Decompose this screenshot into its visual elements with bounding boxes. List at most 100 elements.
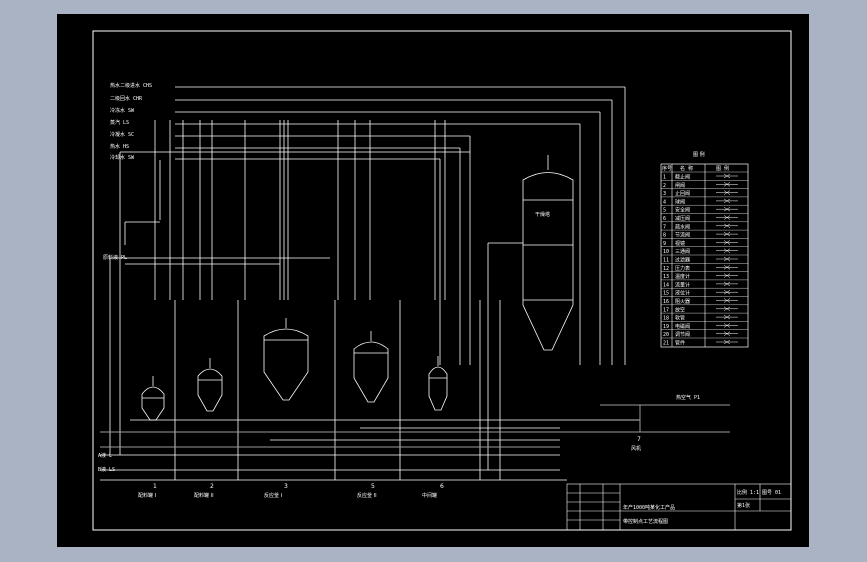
legend-symbol <box>716 223 738 229</box>
utility-label: 冷凝水 SC <box>110 131 134 138</box>
legend-symbol <box>716 231 738 237</box>
legend-number: 4 <box>663 199 666 205</box>
legend-name: 阻火器 <box>675 298 690 305</box>
tower-label: 干燥塔 <box>535 211 550 218</box>
equipment-number: 1 <box>153 483 157 490</box>
equipment-name: 配料罐 II <box>194 492 214 499</box>
legend-number: 17 <box>663 307 669 313</box>
vessel <box>428 366 448 411</box>
legend-header: 序号 <box>662 165 672 172</box>
legend-symbol <box>716 339 738 345</box>
utility-label: 冷却水 SW <box>110 154 135 161</box>
legend-number: 6 <box>663 216 666 222</box>
legend-name: 截止阀 <box>675 174 690 181</box>
legend-title: 图 例 <box>693 151 705 158</box>
inlet-label: 热空气 P1 <box>676 394 700 401</box>
equipment-number: 3 <box>284 483 288 490</box>
legend-symbol <box>716 215 738 220</box>
equipment-number: 5 <box>371 483 375 490</box>
legend-name: 放空 <box>675 306 685 313</box>
legend-symbol <box>716 314 738 320</box>
legend-name: 减压阀 <box>675 215 690 222</box>
utility-piping <box>100 404 730 448</box>
equipment-captions: 1 配料罐 I 2 配料罐 II 3 反应釜 I 5 反应釜 II 6 中间罐 … <box>138 436 641 499</box>
vessel <box>353 341 389 403</box>
process-piping <box>100 86 640 481</box>
equipment-number: 7 <box>637 436 641 443</box>
legend-name: 视镜 <box>675 240 685 247</box>
vessel <box>263 328 309 401</box>
legend-name: 软管 <box>675 315 685 322</box>
legend-number: 9 <box>663 241 666 247</box>
drawing-number: 图号 01 <box>762 490 781 496</box>
utility-header-labels: 热水二级进水 CHS 二级回水 CHR 冷冻水 SW 蒸汽 LS 冷凝水 SC … <box>110 82 152 161</box>
legend-name: 管件 <box>675 340 685 347</box>
legend-name: 压力表 <box>675 265 690 272</box>
legend-symbol <box>716 289 738 295</box>
legend-symbol <box>716 182 738 187</box>
legend-name: 调节阀 <box>675 331 690 338</box>
equipment-name: 中间罐 <box>422 492 437 499</box>
legend-symbol <box>716 331 738 336</box>
legend-number: 11 <box>663 258 669 264</box>
spray-tower <box>522 172 574 351</box>
legend-number: 7 <box>663 224 666 230</box>
legend-symbol <box>716 190 738 195</box>
scale-label: 比例 1:1 <box>737 489 759 496</box>
legend-symbol <box>716 323 738 328</box>
legend-number: 16 <box>663 299 669 305</box>
legend-symbol <box>716 248 738 253</box>
legend-name: 液位计 <box>675 290 690 297</box>
title-line-2: 带控制点工艺流程图 <box>623 518 668 525</box>
legend-name: 止回阀 <box>675 190 690 197</box>
legend-symbol <box>716 198 738 204</box>
legend-name: 过滤器 <box>675 257 690 264</box>
legend-symbol <box>716 173 738 179</box>
legend-number: 13 <box>663 274 669 280</box>
inlet-label: 原料液 PL <box>103 254 127 261</box>
legend-symbol <box>716 256 738 262</box>
legend-symbol <box>716 306 738 312</box>
legend-number: 15 <box>663 291 669 297</box>
utility-label: 热水 HS <box>110 143 129 150</box>
legend-number: 10 <box>663 249 669 255</box>
legend-header: 名 称 <box>680 165 693 172</box>
legend-number: 12 <box>663 266 669 272</box>
legend-number: 18 <box>663 316 669 322</box>
title-block <box>566 483 792 531</box>
inlet-label: B液 LS <box>98 466 115 473</box>
legend-number: 14 <box>663 282 669 288</box>
utility-label: 二级回水 CHR <box>110 95 143 102</box>
legend-number: 21 <box>663 341 669 347</box>
legend-name: 闸阀 <box>675 182 685 189</box>
drawing-border <box>92 30 792 531</box>
legend-number: 2 <box>663 183 666 189</box>
equipment-name: 配料罐 I <box>138 492 156 499</box>
legend-name: 温度计 <box>675 273 690 280</box>
legend-symbol <box>716 298 738 303</box>
legend-symbol <box>716 265 738 270</box>
utility-label: 蒸汽 LS <box>110 119 129 126</box>
equipment-name: 反应釜 II <box>357 492 377 499</box>
utility-label: 冷冻水 SW <box>110 107 135 114</box>
equipment-number: 2 <box>210 483 214 490</box>
vessel <box>197 368 223 412</box>
legend-name: 球阀 <box>675 198 685 205</box>
sheet-number: 第1张 <box>737 502 750 509</box>
legend-symbol <box>716 206 738 212</box>
equipment-name: 反应釜 I <box>264 492 282 499</box>
title-line-1: 年产1000吨某化工产品 <box>623 504 675 511</box>
drawing-canvas <box>57 14 809 547</box>
legend-name: 流量计 <box>675 281 690 288</box>
legend-name: 三通阀 <box>675 248 690 255</box>
legend-number: 19 <box>663 324 669 330</box>
legend-name: 安全阀 <box>675 207 690 214</box>
equipment-number: 6 <box>440 483 444 490</box>
legend-name: 电磁阀 <box>675 323 690 330</box>
equipment-name: 风机 <box>631 445 641 452</box>
legend-name: 节流阀 <box>675 232 690 239</box>
legend-number: 3 <box>663 191 666 197</box>
